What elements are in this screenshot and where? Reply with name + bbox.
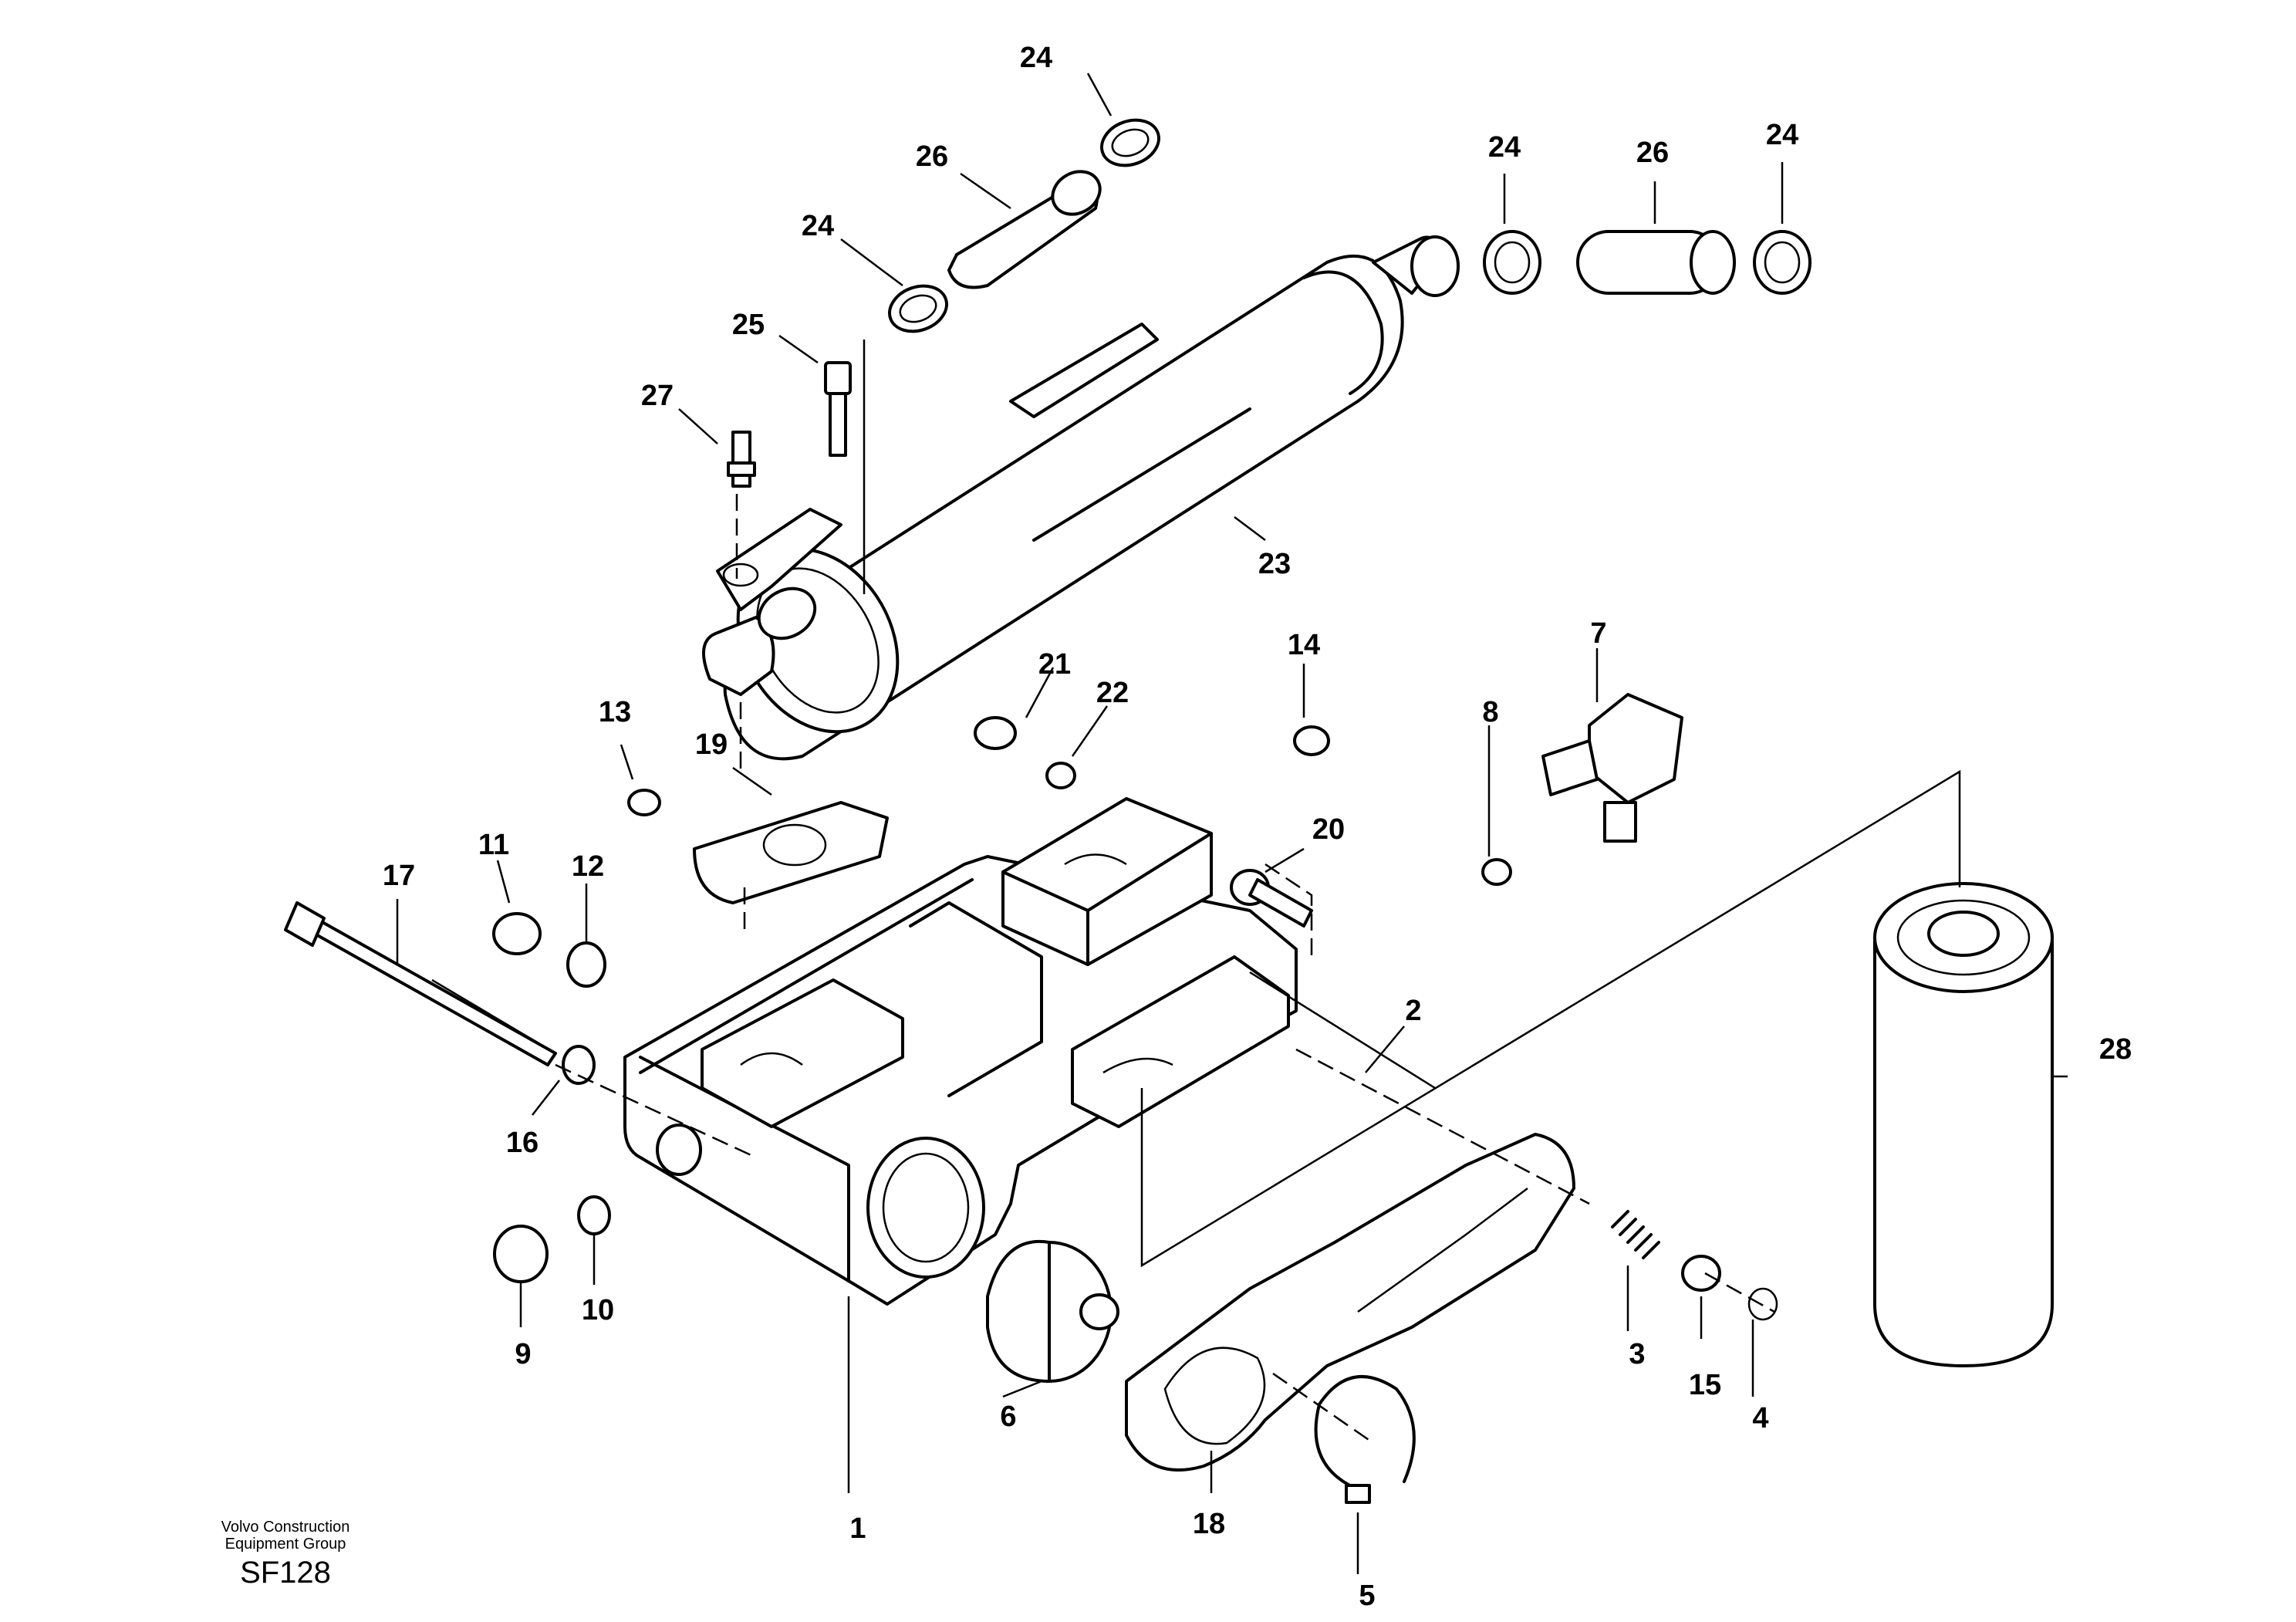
assembly-lines — [555, 340, 1961, 1445]
circlip-drawing — [1314, 1375, 1416, 1504]
callout-20: 20 — [1312, 813, 1345, 846]
callout-22: 22 — [1096, 677, 1129, 709]
valve-pad-block-drawing — [1001, 797, 1213, 966]
callout-24-right: 24 — [1766, 119, 1798, 151]
callout-18: 18 — [1193, 1508, 1225, 1540]
callout-15: 15 — [1689, 1369, 1721, 1401]
hose-clamps-drawing — [888, 118, 1811, 333]
callout-26-upper: 26 — [916, 140, 948, 173]
callout-8: 8 — [1482, 696, 1498, 728]
oil-cooler-drawing — [702, 235, 1460, 761]
callout-16: 16 — [506, 1127, 539, 1159]
callout-23: 23 — [1258, 548, 1291, 580]
publisher-caption: Volvo Construction Equipment Group SF128 — [177, 1519, 393, 1591]
callout-14: 14 — [1288, 629, 1320, 661]
callout-28: 28 — [2099, 1033, 2132, 1066]
bolts-drawing — [284, 361, 1313, 1066]
callout-6: 6 — [1000, 1401, 1016, 1433]
gasket-18-drawing — [1125, 1133, 1575, 1472]
callout-3: 3 — [1629, 1338, 1645, 1370]
callout-24-middle: 24 — [1488, 131, 1521, 164]
leader-lines — [396, 73, 2068, 1574]
callout-19: 19 — [695, 728, 728, 761]
callout-4: 4 — [1752, 1402, 1768, 1434]
gasket-19-drawing — [693, 801, 889, 904]
callout-labels: 1 2 3 4 5 6 7 8 9 10 11 12 13 14 15 16 1… — [383, 42, 2132, 1612]
plugs-and-washers-drawing — [492, 716, 1512, 1283]
hose-upper-drawing — [947, 170, 1102, 289]
callout-2: 2 — [1405, 995, 1421, 1027]
callout-25: 25 — [732, 309, 765, 341]
caption-line-1: Volvo Construction — [221, 1519, 350, 1536]
callout-13: 13 — [599, 696, 631, 728]
thermostat-housing-drawing — [623, 855, 1298, 1306]
callout-12: 12 — [572, 850, 604, 883]
thermostat-drawing — [986, 1239, 1119, 1383]
callout-11: 11 — [478, 829, 509, 861]
callout-1: 1 — [849, 1512, 866, 1545]
sensor-drawing — [1541, 693, 1683, 843]
callout-21: 21 — [1038, 648, 1071, 681]
callout-7: 7 — [1590, 617, 1606, 650]
callout-10: 10 — [582, 1294, 614, 1326]
spring-washer-ring-drawing — [1611, 1210, 1778, 1321]
callout-24-left: 24 — [802, 210, 834, 242]
diagram-code: SF128 — [240, 1556, 331, 1590]
callout-9: 9 — [515, 1338, 531, 1370]
callout-26-right: 26 — [1636, 137, 1669, 169]
callout-5: 5 — [1359, 1580, 1375, 1612]
callout-17: 17 — [383, 860, 415, 892]
callout-24-top: 24 — [1020, 42, 1052, 74]
callout-27: 27 — [641, 380, 674, 412]
oil-filter-drawing — [1873, 882, 2054, 1367]
caption-line-2: Equipment Group — [225, 1536, 346, 1553]
hose-right-drawing — [1576, 230, 1736, 295]
